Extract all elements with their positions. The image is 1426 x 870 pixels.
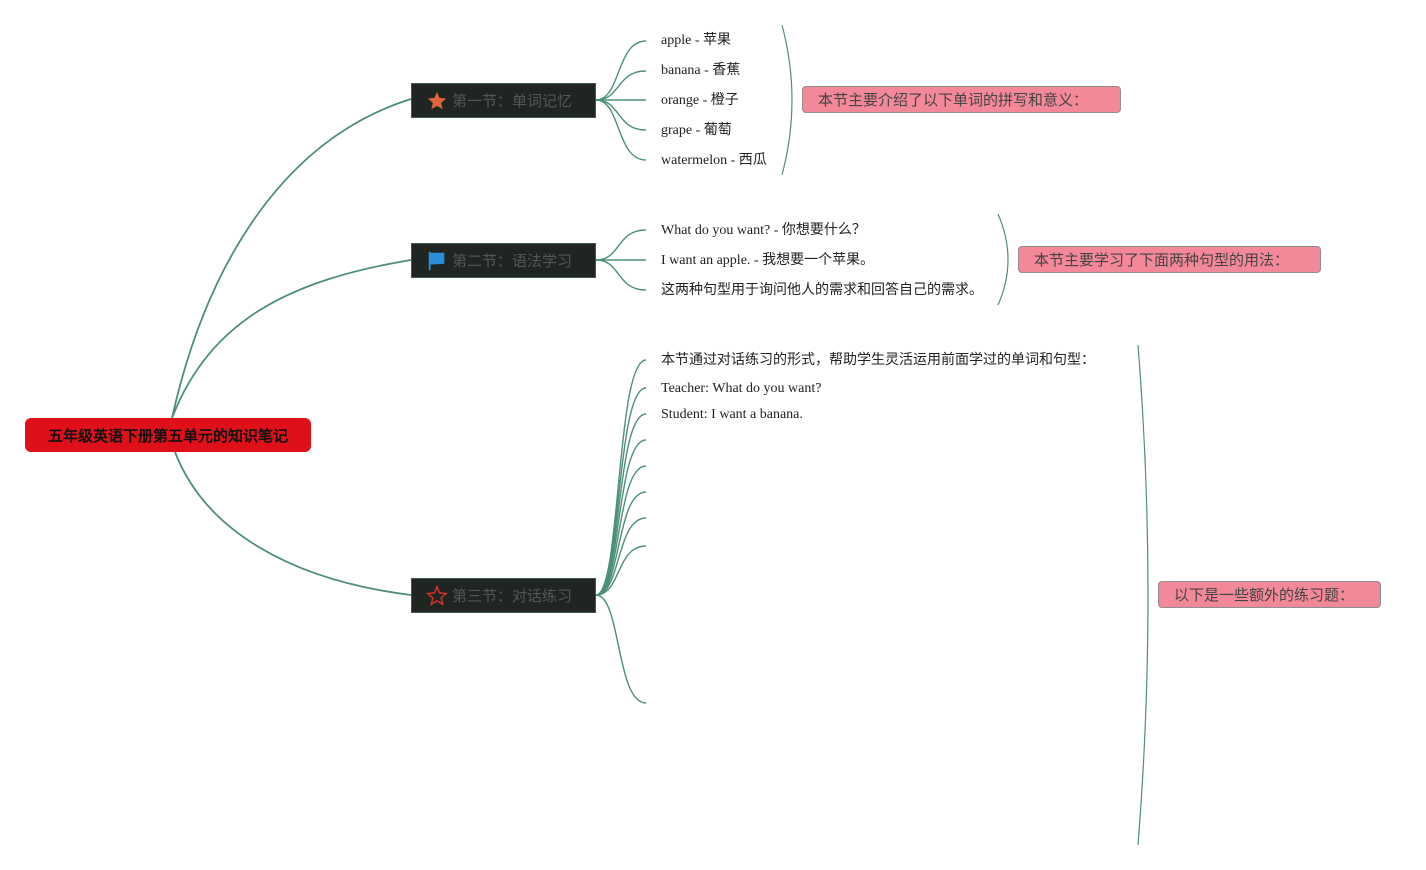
vocab-item[interactable]: banana - 香蕉 <box>661 63 741 78</box>
section-1-leaf-line <box>595 70 647 101</box>
section-1-leaf-line <box>595 99 647 131</box>
vocab-item[interactable]: watermelon - 西瓜 <box>661 153 767 168</box>
section-3-node[interactable]: 第三节：对话练习 <box>411 578 596 613</box>
section-3-leaf-line <box>595 517 647 596</box>
section-3-summary[interactable]: 以下是一些额外的练习题： <box>1158 581 1381 608</box>
dialogue-item[interactable]: Student: I want a banana. <box>661 407 803 422</box>
section-3-leaf-line <box>595 491 647 596</box>
root-to-section-3-line <box>174 451 412 596</box>
section-3-leaf-line <box>595 465 647 596</box>
root-to-section-2-line <box>171 259 412 419</box>
root-to-section-1-line <box>171 98 412 419</box>
section-2-leaf-line <box>595 259 647 291</box>
grammar-item[interactable]: 这两种句型用于询问他人的需求和回答自己的需求。 <box>661 283 983 298</box>
flag-icon <box>428 251 445 270</box>
section-2-leaf-line <box>595 229 647 261</box>
section-3-leaf-line <box>595 545 647 596</box>
root-topic[interactable]: 五年级英语下册第五单元的知识笔记 <box>25 418 311 452</box>
section-1-leaf-line <box>595 99 647 161</box>
section-1-summary-label: 本节主要介绍了以下单词的拼写和意义： <box>818 91 1089 109</box>
vocab-item[interactable]: grape - 葡萄 <box>661 123 732 138</box>
section-1-label: 第一节：单词记忆 <box>452 92 573 110</box>
star-outline-icon <box>426 584 448 606</box>
star-filled-icon <box>427 91 447 109</box>
section-2-node[interactable]: 第二节：语法学习 <box>411 243 596 278</box>
section-2-summary[interactable]: 本节主要学习了下面两种句型的用法： <box>1018 246 1321 273</box>
section-1-summary-bracket <box>781 24 793 176</box>
section-2-label: 第二节：语法学习 <box>452 252 573 270</box>
section-3-label: 第三节：对话练习 <box>452 587 573 605</box>
section-3-summary-label: 以下是一些额外的练习题： <box>1174 586 1355 604</box>
section-1-leaf-line <box>595 40 647 101</box>
vocab-item[interactable]: orange - 橙子 <box>661 93 739 108</box>
section-2-summary-label: 本节主要学习了下面两种句型的用法： <box>1034 251 1290 269</box>
section-3-leaf-line <box>595 594 647 704</box>
section-1-summary[interactable]: 本节主要介绍了以下单词的拼写和意义： <box>802 86 1121 113</box>
grammar-item[interactable]: What do you want? - 你想要什么？ <box>661 223 866 238</box>
section-3-summary-bracket <box>1137 344 1149 846</box>
vocab-item[interactable]: apple - 苹果 <box>661 33 731 48</box>
dialogue-item[interactable]: 本节通过对话练习的形式，帮助学生灵活运用前面学过的单词和句型： <box>661 353 1095 368</box>
grammar-item[interactable]: I want an apple. - 我想要一个苹果。 <box>661 253 875 268</box>
section-3-leaf-line <box>595 439 647 596</box>
root-topic-label: 五年级英语下册第五单元的知识笔记 <box>47 426 288 445</box>
section-2-summary-bracket <box>997 213 1009 306</box>
section-1-node[interactable]: 第一节：单词记忆 <box>411 83 596 118</box>
dialogue-item[interactable]: Teacher: What do you want? <box>661 381 822 396</box>
